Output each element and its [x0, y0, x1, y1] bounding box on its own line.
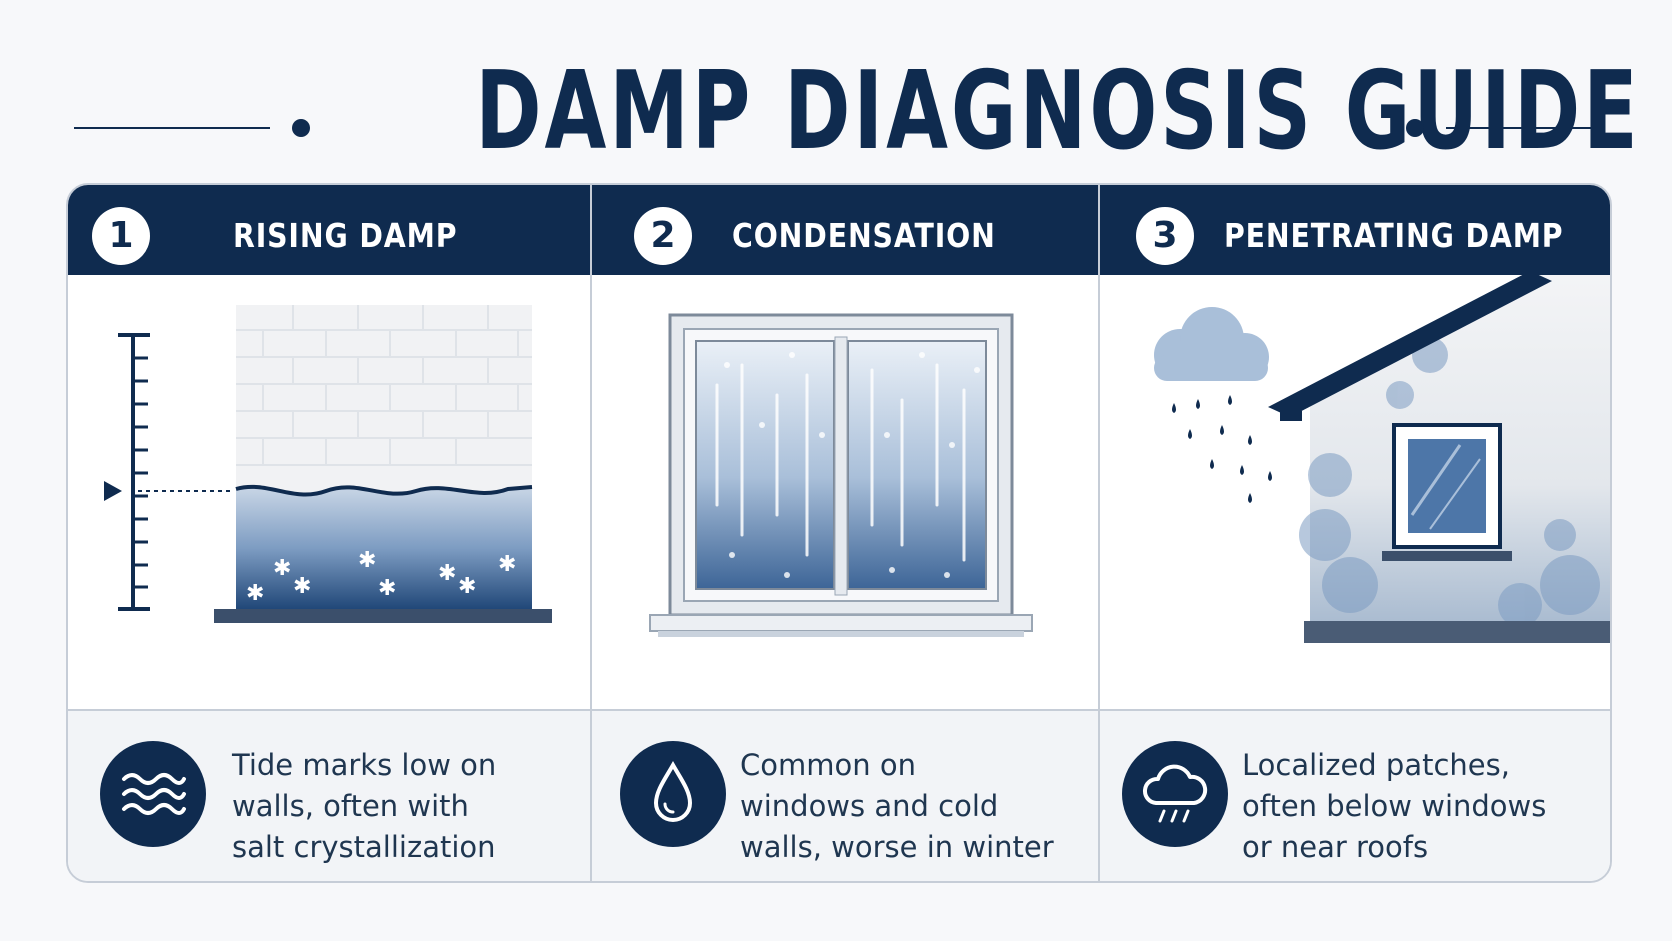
title-left-dot [292, 119, 310, 137]
section-header: 2 CONDENSATION [592, 185, 1100, 275]
title-row: DAMP DIAGNOSIS GUIDE [0, 30, 1672, 174]
guide-card: 1 RISING DAMP [66, 183, 1612, 883]
condensation-illustration [592, 275, 1100, 709]
section-number-badge: 1 [92, 207, 150, 265]
svg-text:✱: ✱ [378, 576, 396, 601]
section-penetrating-damp: 3 PENETRATING DAMP [1098, 185, 1610, 881]
svg-text:✱: ✱ [438, 561, 456, 586]
svg-text:✱: ✱ [358, 548, 376, 573]
section-footer: Localized patches, often below windows o… [1100, 709, 1610, 881]
penetrating-damp-illustration [1100, 271, 1610, 709]
water-drop-icon [620, 741, 726, 847]
section-description: Localized patches, often below windows o… [1242, 748, 1547, 864]
section-footer: Common on windows and cold walls, worse … [592, 709, 1100, 881]
section-header: 3 PENETRATING DAMP [1100, 185, 1610, 275]
page-title: DAMP DIAGNOSIS GUIDE [475, 49, 1641, 174]
svg-text:✱: ✱ [293, 574, 311, 599]
svg-text:✱: ✱ [458, 574, 476, 599]
section-title: CONDENSATION [732, 216, 996, 255]
title-left-rule [74, 127, 270, 129]
section-header: 1 RISING DAMP [68, 185, 590, 275]
svg-text:✱: ✱ [246, 581, 264, 606]
title-right-dot [1406, 119, 1424, 137]
title-right-rule [1446, 127, 1600, 129]
svg-text:✱: ✱ [273, 556, 291, 581]
rising-damp-illustration: ✱✱✱ ✱✱✱ ✱✱ [68, 275, 590, 709]
fogged-window-icon [649, 313, 1033, 637]
section-title: PENETRATING DAMP [1224, 216, 1564, 255]
section-number-badge: 3 [1136, 207, 1194, 265]
rising-damp-wall-icon: ✱✱✱ ✱✱✱ ✱✱ [104, 305, 552, 623]
section-description: Common on windows and cold walls, worse … [740, 748, 1054, 864]
rain-cloud-icon [1122, 741, 1228, 847]
section-footer: Tide marks low on walls, often with salt… [68, 709, 590, 881]
waves-icon [100, 741, 206, 847]
section-rising-damp: 1 RISING DAMP [68, 185, 590, 881]
svg-text:✱: ✱ [498, 552, 516, 577]
section-description: Tide marks low on walls, often with salt… [232, 748, 497, 864]
section-number-badge: 2 [634, 207, 692, 265]
section-title: RISING DAMP [233, 216, 458, 255]
section-condensation: 2 CONDENSATION [590, 185, 1100, 881]
house-rain-icon [1154, 271, 1610, 643]
